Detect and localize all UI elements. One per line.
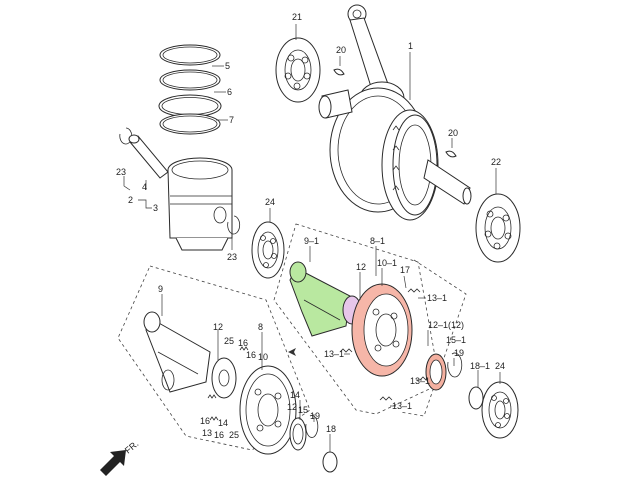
balancer-shaft-assembly [289, 261, 463, 401]
balancer-gear-highlighted [351, 283, 413, 377]
piston-ring-top [159, 44, 221, 66]
label-8: 8 [258, 322, 263, 332]
label-9: 9 [158, 284, 163, 294]
label-24-upper: 24 [265, 197, 275, 207]
label-8-1: 8–1 [370, 236, 385, 246]
piston-pin [128, 134, 169, 179]
label-25-upper: 25 [224, 336, 234, 346]
washer-18 [322, 451, 338, 473]
label-13-1-d: 13–1 [392, 401, 412, 411]
balancer-shaft-highlighted [289, 261, 351, 337]
piston-assembly [119, 44, 241, 251]
label-16-c: 16 [200, 416, 210, 426]
spring-13-1-b [339, 348, 353, 353]
label-17: 17 [400, 265, 410, 275]
label-4: 4 [142, 182, 147, 192]
label-13-1-a: 13–1 [427, 293, 447, 303]
part-labels: 21 20 1 20 22 5 6 7 23 4 2 3 24 23 9–1 8… [116, 12, 505, 456]
label-6: 6 [227, 87, 232, 97]
label-24-lower: 24 [495, 361, 505, 371]
label-23-upper: 23 [116, 167, 126, 177]
label-2: 2 [128, 195, 133, 205]
label-3: 3 [153, 203, 158, 213]
balancer-assembly-parts [143, 311, 338, 473]
label-15: 15 [298, 405, 308, 415]
label-25-lower: 25 [229, 430, 239, 440]
label-7: 7 [229, 115, 234, 125]
piston-pin-clip-right [227, 215, 241, 235]
bearing-24-lower [481, 381, 519, 439]
label-18-1: 18–1 [470, 361, 490, 371]
label-16-d: 16 [214, 430, 224, 440]
spring-16-a [239, 346, 249, 351]
label-20-upper: 20 [336, 45, 346, 55]
spring-13-1-a [407, 288, 421, 293]
label-16-a: 16 [238, 338, 248, 348]
arrow-right-icon [288, 348, 296, 356]
label-21: 21 [292, 12, 302, 22]
crank-output-shaft [423, 159, 472, 205]
label-1: 1 [408, 41, 413, 51]
label-13: 13 [202, 428, 212, 438]
leader-lines [123, 24, 501, 452]
label-19-upper: 19 [454, 348, 464, 358]
circlip-19-upper [447, 352, 463, 378]
balancer-kit-box [273, 223, 467, 417]
label-9-1: 9–1 [304, 236, 319, 246]
label-5: 5 [225, 61, 230, 71]
crankshaft-assembly [275, 4, 521, 263]
bearing-22 [475, 193, 521, 263]
label-13-1-c: 13–1 [410, 376, 430, 386]
washer-18-1 [468, 386, 484, 410]
key-20-lower [445, 150, 457, 158]
balancer-hub [211, 357, 237, 399]
label-22: 22 [491, 157, 501, 167]
spring-13 [209, 416, 219, 421]
label-10: 10 [258, 352, 268, 362]
label-13-1-b: 13–1 [324, 349, 344, 359]
balancer-assembly-box [117, 265, 311, 451]
label-12-mid: 12 [213, 322, 223, 332]
oil-ring-rail [159, 113, 221, 135]
label-19-lower: 19 [310, 411, 320, 421]
bearing-21 [275, 37, 321, 103]
label-15-1: 15–1 [446, 335, 466, 345]
label-18: 18 [326, 424, 336, 434]
label-16-b: 16 [246, 350, 256, 360]
balancer-gear [239, 365, 297, 455]
piston-ring-second [159, 69, 221, 91]
bearing-24-upper [251, 221, 285, 279]
label-12-upper: 12 [356, 262, 366, 272]
label-23-lower: 23 [227, 252, 237, 262]
label-12-1: 12–1(12) [428, 320, 464, 330]
label-10-1: 10–1 [377, 258, 397, 268]
label-14-lower: 14 [218, 418, 228, 428]
balancer-shaft [143, 311, 211, 393]
ring-15 [289, 417, 307, 451]
piston [167, 157, 233, 251]
spring-13-1-d [379, 396, 393, 401]
crank-gear [392, 114, 438, 216]
spring-16-b [207, 394, 217, 399]
piston-pin-clip-left [119, 127, 133, 145]
key-20-upper [333, 68, 345, 76]
label-14-upper: 14 [290, 390, 300, 400]
label-20-lower: 20 [448, 128, 458, 138]
label-12-lower: 12 [287, 402, 297, 412]
arrow-down-left-icon [100, 450, 126, 476]
